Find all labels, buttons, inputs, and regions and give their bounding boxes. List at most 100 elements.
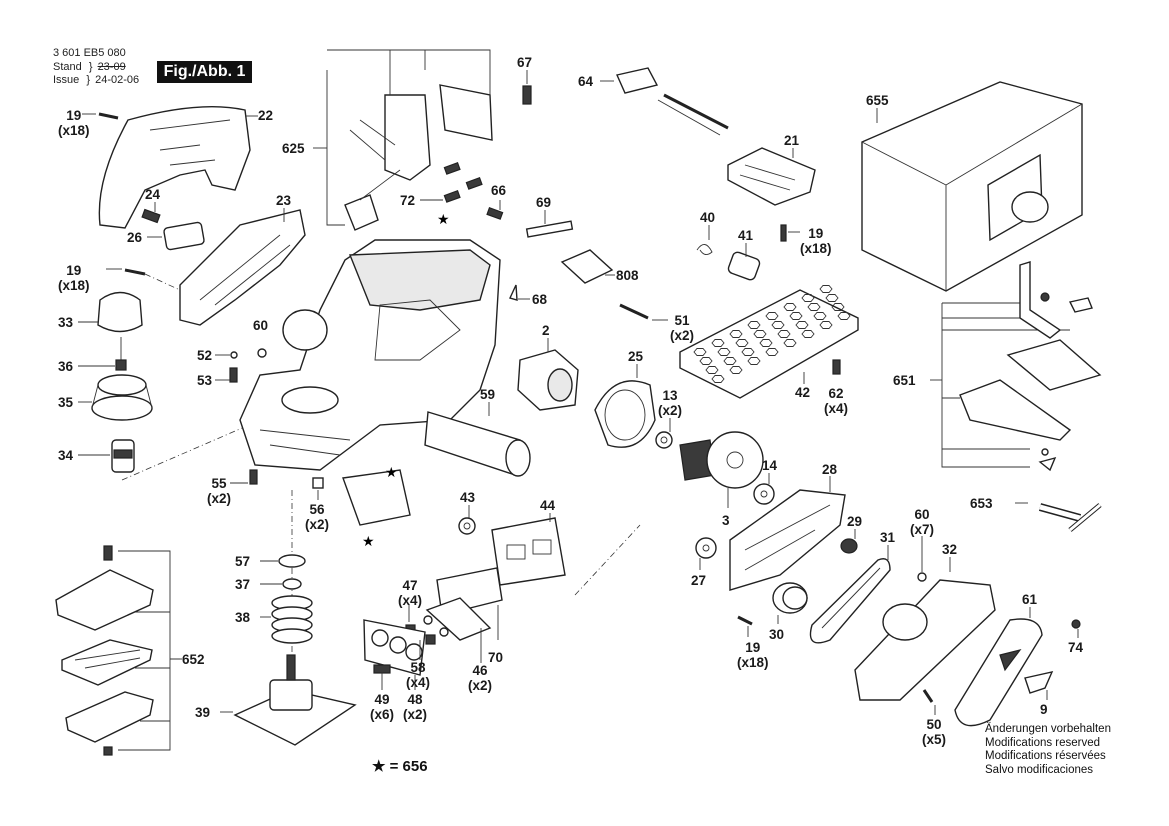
honeycomb-cell	[717, 348, 731, 356]
part-number: 64	[578, 74, 594, 89]
honeycomb-cell	[771, 321, 785, 329]
part-number: 22	[258, 108, 274, 123]
issue-label: Issue } 24-02-06	[53, 74, 140, 86]
part-label-808: 808	[616, 268, 639, 283]
part-number: 33	[58, 315, 74, 330]
part-number: 651	[893, 373, 916, 388]
part-19-screw	[124, 268, 181, 291]
part-number: 43	[460, 490, 476, 505]
part-label-19a: 19(x18)	[58, 108, 90, 138]
part-label-25: 25	[628, 349, 643, 364]
part-quantity: (x2)	[305, 517, 330, 532]
part-label-37: 37	[235, 577, 250, 592]
part-quantity: (x2)	[403, 707, 428, 722]
part-60-screw	[917, 572, 927, 582]
svg-text:★: ★	[385, 464, 398, 480]
figure-label: Fig./Abb. 1	[157, 61, 252, 83]
part-74-screw	[1071, 619, 1081, 629]
part-14-bearing	[753, 483, 775, 505]
part-26-latch	[163, 221, 205, 251]
part-number: 26	[127, 230, 143, 245]
honeycomb-cell	[783, 339, 797, 347]
legend: ★ = 656	[372, 757, 428, 775]
part-68	[509, 284, 518, 301]
part-66	[486, 207, 504, 220]
honeycomb-cell	[699, 357, 713, 365]
part-label-55: 55(x2)	[207, 476, 231, 506]
part-label-651: 651	[893, 373, 916, 388]
part-9-label	[1024, 671, 1054, 694]
honeycomb-cell	[735, 339, 749, 347]
part-34-bushing	[111, 439, 135, 473]
part-19-screw	[98, 112, 119, 120]
part-51-screw	[619, 303, 649, 320]
part-quantity: (x7)	[910, 522, 935, 537]
note-line-es: Salvo modificaciones	[985, 763, 1094, 776]
part-2-stator	[517, 349, 579, 411]
part-37-ring	[282, 578, 302, 590]
part-number: 9	[1040, 702, 1048, 717]
part-label-34: 34	[58, 448, 73, 463]
part-3-armature	[679, 431, 764, 489]
part-label-19b: 19(x18)	[58, 263, 90, 293]
part-28-gear-housing	[729, 489, 846, 591]
part-number: 625	[282, 141, 305, 156]
part-label-52: 52	[197, 348, 212, 363]
part-number: 60	[253, 318, 269, 333]
part-number: 34	[58, 448, 74, 463]
part-72-screw	[443, 162, 483, 203]
part-number: 70	[488, 650, 504, 665]
part-number: 56	[309, 502, 325, 517]
honeycomb-cell	[837, 312, 851, 320]
note-line-de: Änderungen vorbehalten	[985, 723, 1111, 735]
part-number: 32	[942, 542, 958, 557]
part-number: 69	[536, 195, 552, 210]
part-number: 25	[628, 349, 644, 364]
part-label-47: 47(x4)	[398, 578, 422, 608]
honeycomb-cell	[711, 375, 725, 383]
part-number: 40	[700, 210, 716, 225]
honeycomb-cell	[705, 366, 719, 374]
part-651-parallel-guide	[959, 261, 1102, 472]
part-38-spring	[271, 595, 313, 644]
part-number: 3 601 EB5 080	[53, 47, 126, 59]
part-label-67: 67	[517, 55, 532, 70]
part-quantity: (x4)	[406, 675, 431, 690]
honeycomb-cell	[807, 303, 821, 311]
honeycomb-cell	[741, 348, 755, 356]
part-label-62: 62(x4)	[824, 386, 848, 416]
part-label-68: 68	[532, 292, 547, 307]
part-42-base-plate	[679, 285, 859, 399]
honeycomb-cell	[765, 312, 779, 320]
part-number: 49	[374, 692, 390, 707]
honeycomb-cell	[729, 330, 743, 338]
honeycomb-cell	[831, 303, 845, 311]
part-number: 30	[769, 627, 785, 642]
part-33-knob	[97, 291, 143, 333]
part-35-dial	[91, 374, 153, 421]
honeycomb-cell	[819, 285, 833, 293]
part-number: 42	[795, 385, 811, 400]
part-number: 21	[784, 133, 800, 148]
part-label-74: 74	[1068, 640, 1083, 655]
part-label-42: 42	[795, 385, 810, 400]
part-number: 44	[540, 498, 556, 513]
part-number: 29	[847, 514, 863, 529]
part-label-23: 23	[276, 193, 291, 208]
part-number: 2	[542, 323, 550, 338]
part-64-slider	[616, 67, 729, 136]
part-62-screw	[832, 359, 841, 375]
part-61-cover	[954, 618, 1043, 727]
part-655-case	[861, 81, 1083, 292]
part-number: 57	[235, 554, 251, 569]
part-label-30: 30	[769, 627, 784, 642]
part-number: 24	[145, 187, 161, 202]
part-13-bearing	[655, 431, 673, 449]
part-label-56: 56(x2)	[305, 502, 329, 532]
part-label-27: 27	[691, 573, 706, 588]
part-label-43: 43	[460, 490, 475, 505]
part-60-screw	[257, 348, 267, 358]
part-label-70: 70	[488, 650, 503, 665]
note-line-en: Modifications reserved	[985, 736, 1101, 749]
